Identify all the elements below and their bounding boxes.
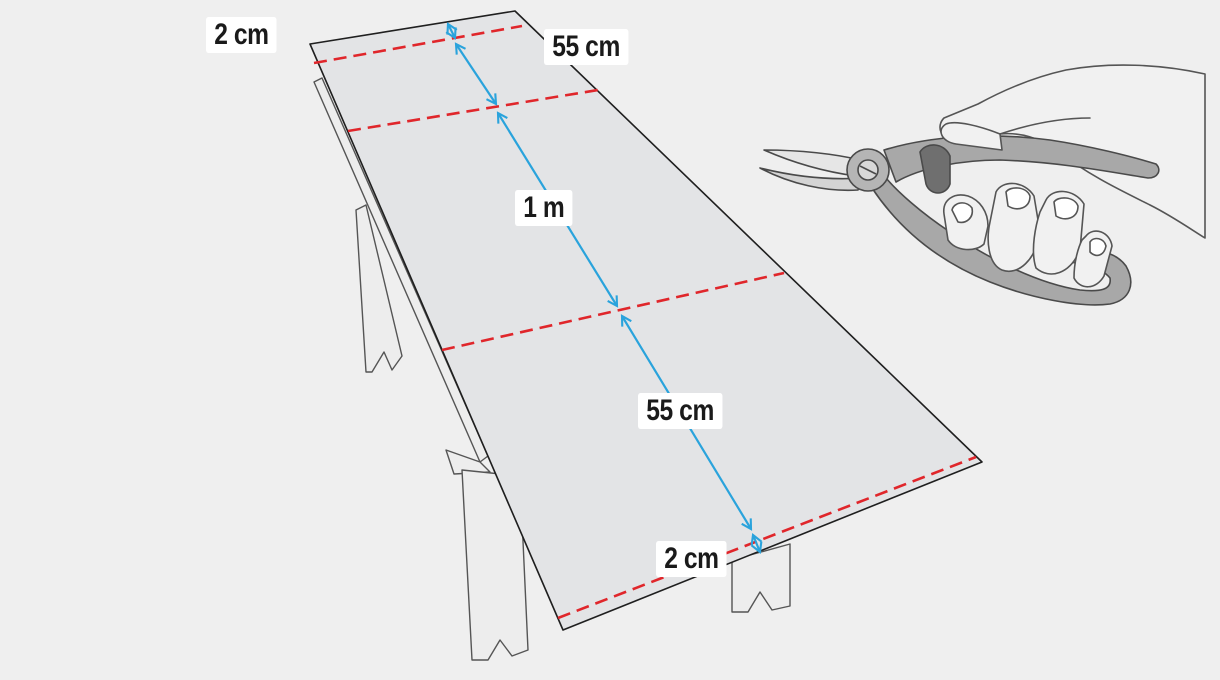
cut-line-top bbox=[313, 24, 523, 65]
cut-line-bottom bbox=[557, 455, 977, 620]
label-bottom-section: 55 cm bbox=[638, 393, 723, 429]
bench-front-board bbox=[445, 449, 491, 475]
material-sheet bbox=[309, 10, 983, 631]
shears-pivot-slot bbox=[859, 165, 877, 175]
dim-arrow-top-section bbox=[454, 42, 498, 106]
bench bbox=[313, 77, 791, 661]
bench-leg-right bbox=[731, 543, 791, 613]
label-top-margin: 2 cm bbox=[206, 17, 277, 53]
bench-leg-far bbox=[355, 204, 403, 373]
shears-lock-lever bbox=[919, 144, 951, 194]
nail-index bbox=[951, 202, 974, 224]
cut-lines bbox=[313, 24, 977, 620]
cut-line-upper bbox=[347, 88, 599, 133]
label-bottom-margin: 2 cm bbox=[656, 541, 727, 577]
label-middle-section: 1 m bbox=[515, 190, 573, 226]
label-top-section: 55 cm bbox=[544, 29, 629, 65]
nail-middle bbox=[1005, 187, 1031, 210]
nail-little bbox=[1089, 237, 1107, 257]
hand-thumb bbox=[940, 121, 1003, 151]
hand-knuckle-line bbox=[999, 117, 1091, 135]
nail-ring bbox=[1053, 197, 1079, 220]
dim-arrow-bottom-margin bbox=[750, 533, 763, 554]
shears-handle-upper bbox=[883, 135, 1160, 183]
dim-arrow-top-margin bbox=[445, 22, 458, 40]
cut-line-lower bbox=[441, 271, 785, 352]
hand-fingers bbox=[940, 121, 1113, 288]
